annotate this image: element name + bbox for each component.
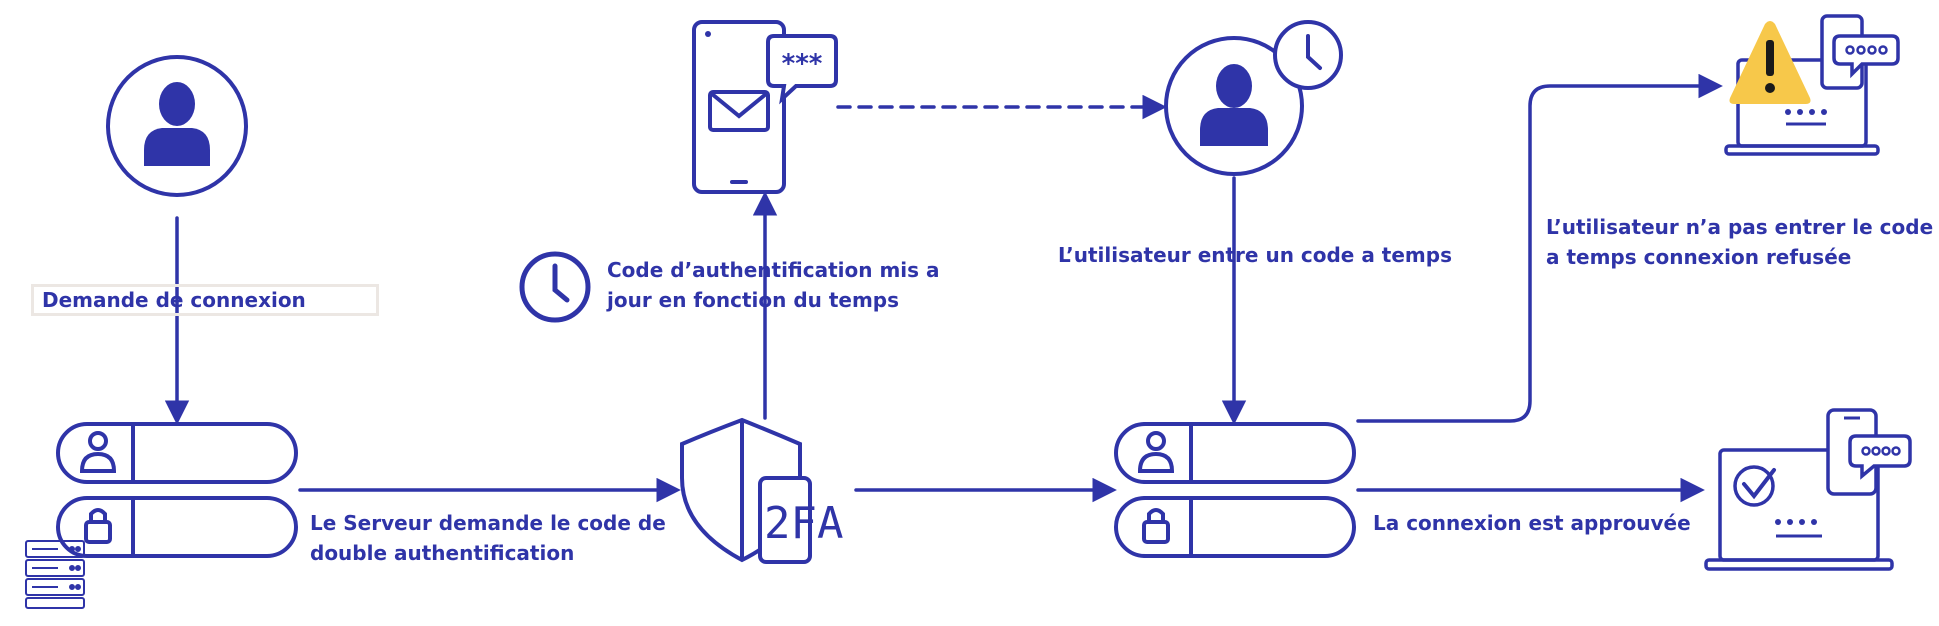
mobile-sms-icon: *** — [692, 20, 838, 194]
laptop-approved-icon — [1704, 408, 1912, 571]
user-timer-icon — [1164, 20, 1343, 176]
label-code-update: Code d’authentification mis a jour en fo… — [607, 255, 940, 315]
shield-2fa-icon: 2FA — [680, 417, 843, 564]
label-approved-text: La connexion est approuvée — [1373, 511, 1691, 535]
twofa-label: 2FA — [764, 498, 843, 549]
user-avatar-icon — [106, 55, 248, 197]
login-form-icon — [1114, 422, 1356, 558]
label-connection-refused: L’utilisateur n’a pas entrer le code a t… — [1546, 212, 1933, 272]
label-server-line2: double authentification — [310, 541, 575, 565]
label-code-update-line2: jour en fonction du temps — [607, 288, 900, 312]
label-user-enters-code-text: L’utilisateur entre un code a temps — [1058, 243, 1452, 267]
label-user-enters-code: L’utilisateur entre un code a temps — [1058, 240, 1452, 270]
label-connection-request-text: Demande de connexion — [42, 288, 306, 312]
label-code-update-line1: Code d’authentification mis a — [607, 258, 940, 282]
label-server-line1: Le Serveur demande le code de — [310, 511, 666, 535]
label-connection-approved: La connexion est approuvée — [1373, 508, 1691, 538]
login-form-icon — [56, 422, 298, 558]
password-bubble-icon: *** — [766, 34, 838, 105]
clock-icon — [519, 251, 591, 323]
label-connection-request: Demande de connexion — [31, 284, 379, 316]
arrow-login-to-refused — [1356, 73, 1723, 423]
label-refused-line2: a temps connexion refusée — [1546, 245, 1852, 269]
laptop-warning-icon — [1724, 14, 1900, 156]
envelope-icon — [708, 90, 770, 132]
label-refused-line1: L’utilisateur n’a pas entrer le code — [1546, 215, 1934, 239]
server-icon — [25, 540, 85, 609]
password-mask: *** — [782, 49, 823, 79]
label-server-request: Le Serveur demande le code de double aut… — [310, 508, 666, 568]
